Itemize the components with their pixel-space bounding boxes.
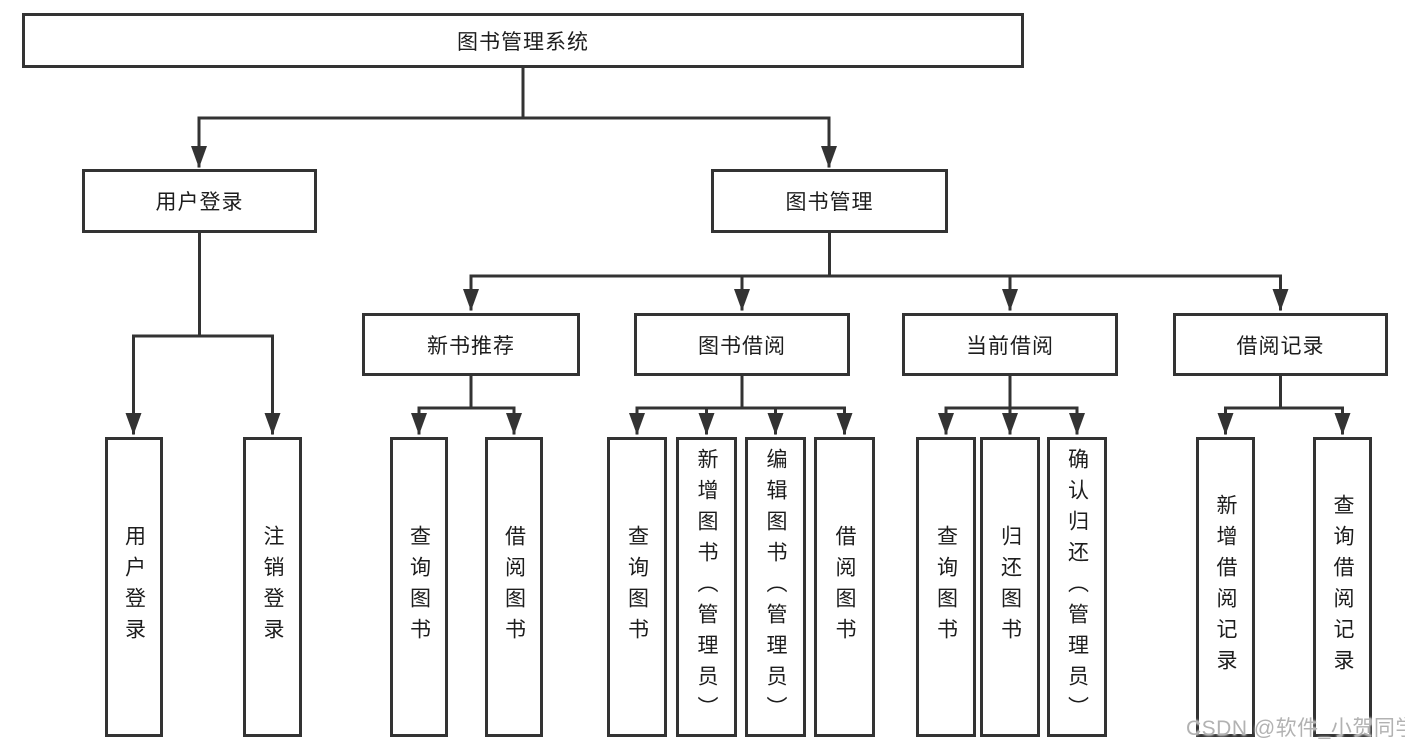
leaf-query-books-borrow-label: 查询图书	[625, 525, 649, 649]
node-new-book-recommend: 新书推荐	[362, 313, 580, 376]
leaf-edit-book-admin-label: 编辑图书（管理员）	[764, 447, 787, 727]
node-book-management-label: 图书管理	[785, 191, 874, 214]
leaf-borrow-books-recommend: 借阅图书	[485, 437, 543, 737]
leaf-query-borrow-record: 查询借阅记录	[1313, 437, 1372, 737]
leaf-query-books-current-label: 查询图书	[934, 525, 958, 649]
node-borrow-records-label: 借阅记录	[1236, 334, 1325, 358]
leaf-user-login: 用户登录	[105, 437, 163, 737]
leaf-query-books-borrow: 查询图书	[607, 437, 667, 737]
branch-root	[191, 66, 837, 168]
leaf-logout-login-label: 注销登录	[261, 525, 284, 649]
leaf-return-books-label: 归还图书	[998, 525, 1022, 649]
leaf-query-books-recommend: 查询图书	[390, 437, 448, 737]
leaf-user-login-label: 用户登录	[122, 525, 146, 649]
branch-borrow-records	[1217, 374, 1351, 435]
node-root: 图书管理系统	[22, 13, 1024, 68]
leaf-edit-book-admin: 编辑图书（管理员）	[745, 437, 806, 737]
leaf-logout-login: 注销登录	[243, 437, 302, 737]
leaf-return-books: 归还图书	[980, 437, 1040, 737]
leaf-borrow-books: 借阅图书	[814, 437, 875, 737]
leaf-borrow-books-recommend-label: 借阅图书	[502, 525, 526, 649]
leaf-confirm-return-admin-label: 确认归还（管理员）	[1065, 447, 1089, 727]
leaf-add-book-admin-label: 新增图书（管理员）	[695, 447, 718, 727]
leaf-confirm-return-admin: 确认归还（管理员）	[1047, 437, 1107, 737]
leaf-add-borrow-record-label: 新增借阅记录	[1214, 494, 1237, 680]
node-book-borrow: 图书借阅	[634, 313, 850, 376]
branch-user-login	[125, 231, 281, 435]
branch-current-borrow	[938, 374, 1085, 435]
node-current-borrow: 当前借阅	[902, 313, 1118, 376]
branch-new-book-recommend	[411, 374, 522, 435]
leaf-add-borrow-record: 新增借阅记录	[1196, 437, 1255, 737]
watermark-text: CSDN @软件_小贺同学	[1186, 717, 1405, 740]
leaf-add-book-admin: 新增图书（管理员）	[676, 437, 737, 737]
node-new-book-recommend-label: 新书推荐	[427, 334, 515, 358]
node-root-label: 图书管理系统	[457, 30, 589, 54]
branch-book-management	[463, 231, 1289, 311]
node-user-login-label: 用户登录	[155, 191, 244, 214]
leaf-query-borrow-record-label: 查询借阅记录	[1331, 494, 1354, 680]
leaf-borrow-books-label: 借阅图书	[833, 525, 856, 649]
branch-book-borrow	[629, 374, 853, 435]
leaf-query-books-current: 查询图书	[916, 437, 976, 737]
node-user-login: 用户登录	[82, 169, 317, 233]
node-current-borrow-label: 当前借阅	[966, 334, 1054, 358]
leaf-query-books-recommend-label: 查询图书	[407, 525, 431, 649]
node-book-borrow-label: 图书借阅	[698, 334, 786, 358]
node-borrow-records: 借阅记录	[1173, 313, 1388, 376]
node-book-management: 图书管理	[711, 169, 948, 233]
